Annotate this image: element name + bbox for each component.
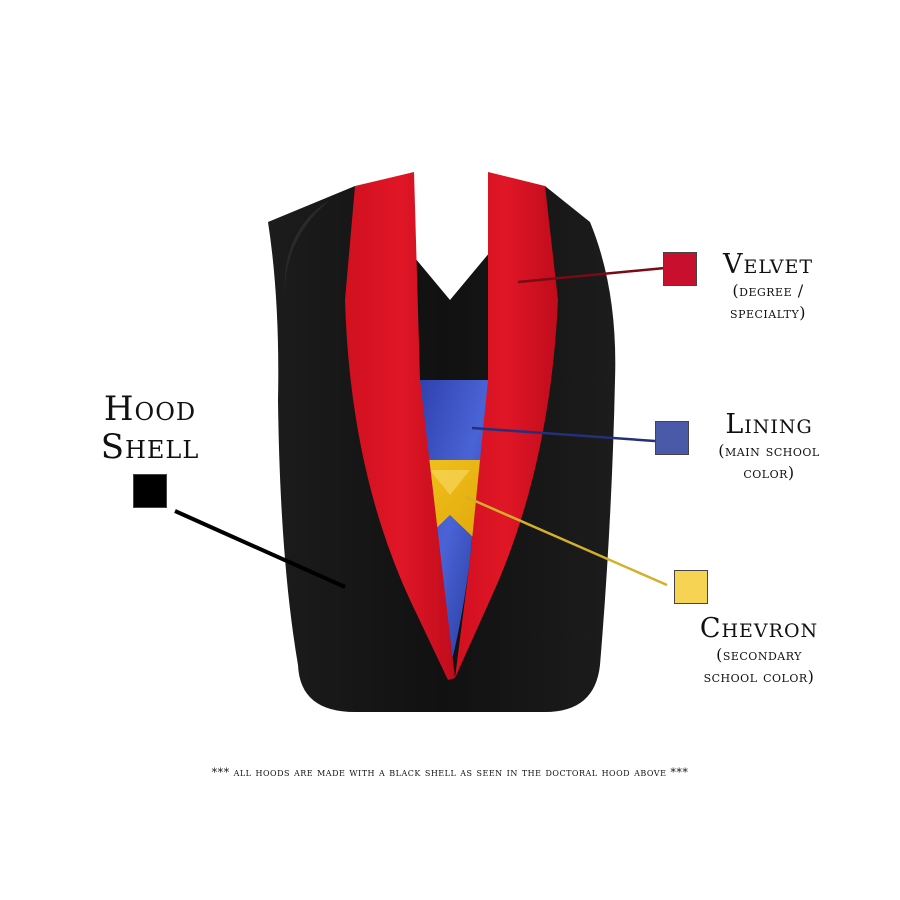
velvet-swatch	[663, 252, 697, 286]
velvet-label: Velvet (degree / specialty)	[703, 250, 833, 324]
chevron-pointer-line	[465, 495, 668, 587]
lining-title: Lining	[725, 409, 813, 440]
velvet-title: Velvet	[723, 249, 813, 280]
lining-label: Lining (main school color)	[698, 410, 840, 484]
chevron-swatch	[674, 570, 708, 604]
velvet-pointer-line	[517, 266, 666, 284]
velvet-right-band	[455, 172, 558, 678]
shell-title-line-1: Hood	[103, 389, 197, 429]
chevron-label: Chevron (secondary school color)	[676, 614, 842, 688]
chevron-sub-line-2: school color)	[703, 667, 815, 686]
chevron-sub-line-1: (secondary	[716, 645, 802, 664]
chevron-highlight	[430, 470, 470, 495]
shell-pointer-line	[174, 509, 346, 589]
lining-sub-line-2: color)	[743, 463, 795, 482]
velvet-sub-line-2: specialty)	[730, 303, 806, 322]
lining-sub-line-1: (main school	[718, 441, 820, 460]
shell-title-line-2: Shell	[100, 427, 200, 467]
lining-swatch	[655, 421, 689, 455]
lining-fabric	[410, 380, 492, 660]
lining-pointer-line	[471, 426, 656, 443]
chevron-title: Chevron	[699, 613, 819, 644]
velvet-left-band	[345, 172, 455, 680]
shell-label: Hood Shell	[80, 390, 220, 466]
shell-swatch	[133, 474, 167, 508]
hood-inner-shadow	[284, 200, 330, 300]
footnote: *** all hoods are made with a black shel…	[211, 766, 689, 779]
velvet-sub-line-1: (degree /	[732, 281, 804, 300]
